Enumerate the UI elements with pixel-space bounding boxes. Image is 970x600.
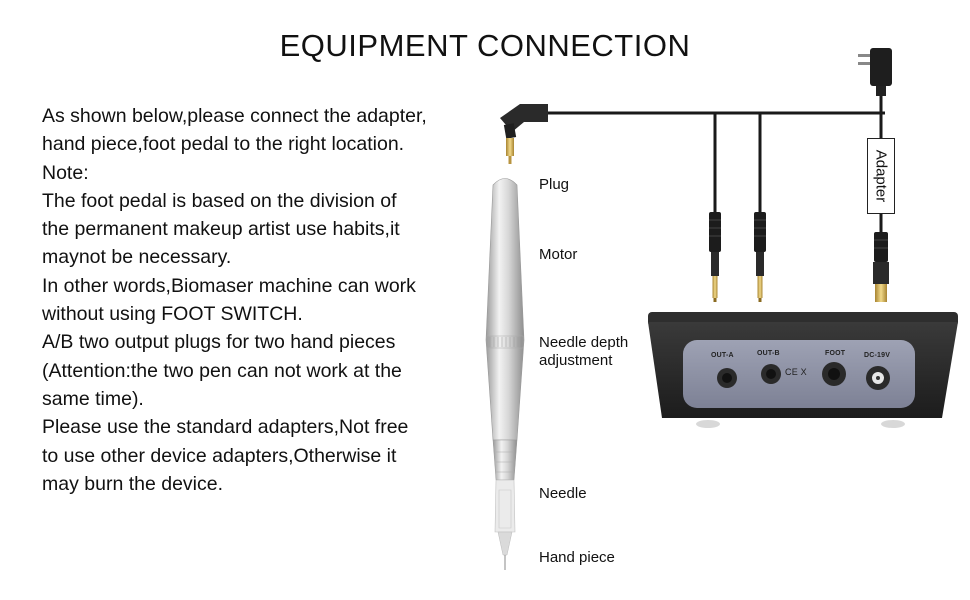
instructions-block: As shown below,please connect the adapte… <box>42 102 472 498</box>
port-foot <box>822 362 846 386</box>
control-box <box>648 312 958 428</box>
instruction-line: without using FOOT SWITCH. <box>42 303 303 326</box>
label-needle-depth-1: Needle depth <box>539 334 629 351</box>
instruction-line: may burn the device. <box>42 472 224 495</box>
label-needle: Needle <box>539 485 587 502</box>
hand-piece <box>485 178 525 570</box>
port-label-dc: DC-19V <box>864 352 891 359</box>
adapter-label-box: Adapter <box>867 138 895 214</box>
instruction-line: Please use the standard adapters,Not fre… <box>42 416 409 439</box>
cable-out-b <box>754 113 766 302</box>
certification-marks: CE X <box>785 367 807 377</box>
label-needle-depth-2: adjustment <box>539 352 613 369</box>
cable-out-a <box>709 113 721 302</box>
page-title: EQUIPMENT CONNECTION <box>279 28 691 63</box>
label-plug: Plug <box>539 176 570 193</box>
port-label-out-b: OUT-B <box>757 350 780 357</box>
label-hand-piece: Hand piece <box>539 549 615 566</box>
instruction-line: Note: <box>42 161 89 184</box>
instruction-line: In other words,Biomaser machine can work <box>42 274 416 297</box>
instruction-line: to use other device adapters,Otherwise i… <box>42 444 397 467</box>
port-out-a <box>717 368 737 388</box>
instruction-line: maynot be necessary. <box>42 246 232 269</box>
instruction-line: The foot pedal is based on the division … <box>42 189 397 212</box>
instruction-line: the permanent makeup artist use habits,i… <box>42 218 400 241</box>
port-dc <box>866 366 890 390</box>
wall-adapter-plug <box>858 48 892 302</box>
port-out-b <box>761 364 781 384</box>
label-motor: Motor <box>539 246 578 263</box>
instruction-line: (Attention:the two pen can not work at t… <box>42 359 402 382</box>
adapter-label: Adapter <box>872 149 890 203</box>
instruction-line: same time). <box>42 387 144 410</box>
instruction-line: A/B two output plugs for two hand pieces <box>42 331 396 354</box>
port-label-out-a: OUT-A <box>711 352 734 359</box>
instruction-line: As shown below,please connect the adapte… <box>42 105 427 127</box>
instruction-line: hand piece,foot pedal to the right locat… <box>42 133 405 156</box>
port-label-foot: FOOT <box>825 350 846 357</box>
pen-plug-connector <box>500 104 548 164</box>
